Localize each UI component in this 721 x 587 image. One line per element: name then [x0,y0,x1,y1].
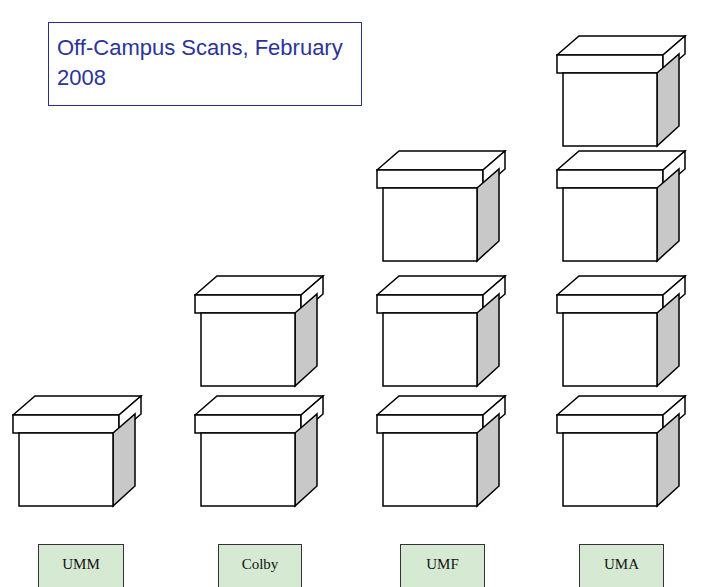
storage-box [557,151,685,261]
site-label-box: UMF [400,544,485,587]
storage-box [557,276,685,386]
site-label-box: UMM [38,544,124,587]
storage-box [557,396,685,506]
storage-box [377,276,505,386]
storage-box [377,151,505,261]
site-name: Colby [219,555,301,573]
storage-box [13,396,141,506]
site-name: UMF [401,555,484,573]
storage-box [195,396,323,506]
title-box: Off-Campus Scans, February 2008 [48,22,362,106]
title-text: Off-Campus Scans, February 2008 [57,33,353,93]
storage-box [377,396,505,506]
site-label-box: UMA [579,544,664,587]
storage-box [557,36,685,146]
site-label-box: Colby [218,544,302,587]
storage-box [195,276,323,386]
site-name: UMM [39,555,123,573]
site-name: UMA [580,555,663,573]
